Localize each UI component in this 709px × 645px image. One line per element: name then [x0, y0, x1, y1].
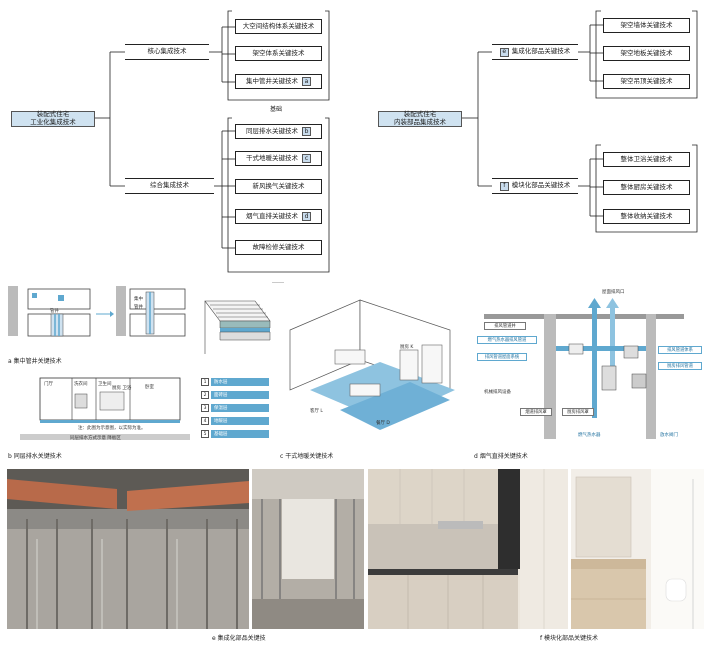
right-n2-item-0: 整体卫浴关键技术 — [603, 152, 690, 167]
room-4: 卧室 — [145, 385, 154, 390]
pipe-shaft-label: 管井 — [50, 309, 59, 314]
tag-d: d — [302, 212, 311, 221]
layer-2: 保温层 — [211, 404, 269, 412]
room-1: 洗衣间 — [74, 382, 88, 387]
layer-num-1: 2 — [201, 391, 209, 399]
exhaust-label-3: 机械排风设备 — [484, 390, 511, 395]
exhaust-label-7: 厨房排风罩 — [562, 408, 594, 416]
room-3: 厨房 卫浴 — [112, 386, 132, 391]
right-root-node: 装配式住宅 内装部品集成技术 — [378, 110, 462, 127]
photo-e-right — [252, 469, 364, 629]
photo-f-bathroom — [571, 469, 704, 629]
layer-3: 地暖层 — [211, 417, 269, 425]
tag-c: c — [302, 154, 311, 163]
caption-f: f 模块化部品关键技术 — [540, 635, 599, 642]
right-n1-item-0: 架空墙体关键技术 — [603, 18, 690, 33]
panel-b-bottom: 同层排水方式示意 降板区 — [70, 436, 121, 441]
caption-a: a 集中管井关键技术 — [8, 358, 62, 365]
exhaust-label-9: 放水阀门 — [660, 433, 678, 438]
caption-e: e 集成化部品关键技 — [212, 635, 266, 642]
room-2: 卫生间 — [98, 382, 112, 387]
room-label-l: 客厅 L — [310, 409, 323, 414]
exhaust-label-0: 排风管道井 — [484, 322, 526, 330]
right-n2-item-1: 整体厨房关键技术 — [603, 180, 690, 195]
core-item-1: 架空体系关键技术 — [235, 46, 322, 61]
exhaust-label-6: 烟道排风罩 — [520, 408, 552, 416]
exhaust-label-1: 燃气热水器排风管道 — [477, 336, 537, 344]
caption-b: b 同层排水关键技术 — [8, 453, 62, 460]
layer-num-3: 4 — [201, 417, 209, 425]
tag-b: b — [302, 127, 311, 136]
combo-integration-node: 综合集成技术 — [125, 178, 214, 194]
right-n2-item-2: 整体收纳关键技术 — [603, 209, 690, 224]
caption-d: d 烟气直排关键技术 — [474, 453, 528, 460]
photo-e-left — [7, 469, 249, 629]
room-label-k: 厨房 K — [400, 345, 414, 350]
panel-b-illustration: 门厅 洗衣间 卫生间 厨房 卫浴 卧室 注：此图为示意图，以实际为准。 同层排水… — [20, 372, 190, 442]
layer-4: 基础层 — [211, 430, 269, 438]
core-item-0: 大空间结构体系关键技术 — [235, 19, 322, 34]
left-root-node: 装配式住宅 工业化集成技术 — [11, 110, 95, 127]
room-0: 门厅 — [44, 382, 53, 387]
layer-num-4: 5 — [201, 430, 209, 438]
exhaust-label-5: 厨房排风管道 — [658, 362, 702, 370]
layer-1: 面砖层 — [211, 391, 269, 399]
combo-item-4: 故障检修关键技术 — [235, 240, 322, 255]
layer-0: 防水层 — [211, 378, 269, 386]
panel-c-section — [200, 296, 275, 358]
layer-num-2: 3 — [201, 404, 209, 412]
shaft-label-2: 管井 — [134, 305, 143, 310]
caption-c: c 干式地暖关键技术 — [280, 453, 334, 460]
exhaust-label-2: 排风管道屋面系统 — [477, 353, 527, 361]
panel-c-room-axonometric: 厨房 K 客厅 L 餐厅 D — [280, 290, 470, 450]
layer-num-0: 1 — [201, 378, 209, 386]
tag-a: a — [302, 77, 311, 86]
panel-d-illustration: 屋面排风口 — [474, 286, 706, 444]
photo-f-kitchen — [368, 469, 568, 629]
base-label: 基础 — [270, 106, 283, 113]
room-label-d: 餐厅 D — [376, 421, 390, 426]
core-integration-node: 核心集成技术 — [125, 44, 209, 60]
right-n1-item-1: 架空地板关键技术 — [603, 46, 690, 61]
shaft-label-1: 集中 — [134, 297, 143, 302]
panel-a-illustration: 管井 集中 管井 — [6, 284, 196, 354]
ellipsis: …… — [272, 278, 284, 285]
exhaust-label-8: 燃气热水器 — [578, 433, 601, 438]
right-n1-item-2: 架空吊顶关键技术 — [603, 74, 690, 89]
combo-item-2: 新风换气关键技术 — [235, 179, 322, 194]
tag-e: e — [499, 47, 509, 57]
roof-exhaust-label: 屋面排风口 — [602, 290, 625, 295]
tag-f: f — [499, 181, 509, 191]
panel-b-note: 注：此图为示意图，以实际为准。 — [78, 426, 146, 431]
exhaust-label-4: 排风管道体系 — [658, 346, 702, 354]
